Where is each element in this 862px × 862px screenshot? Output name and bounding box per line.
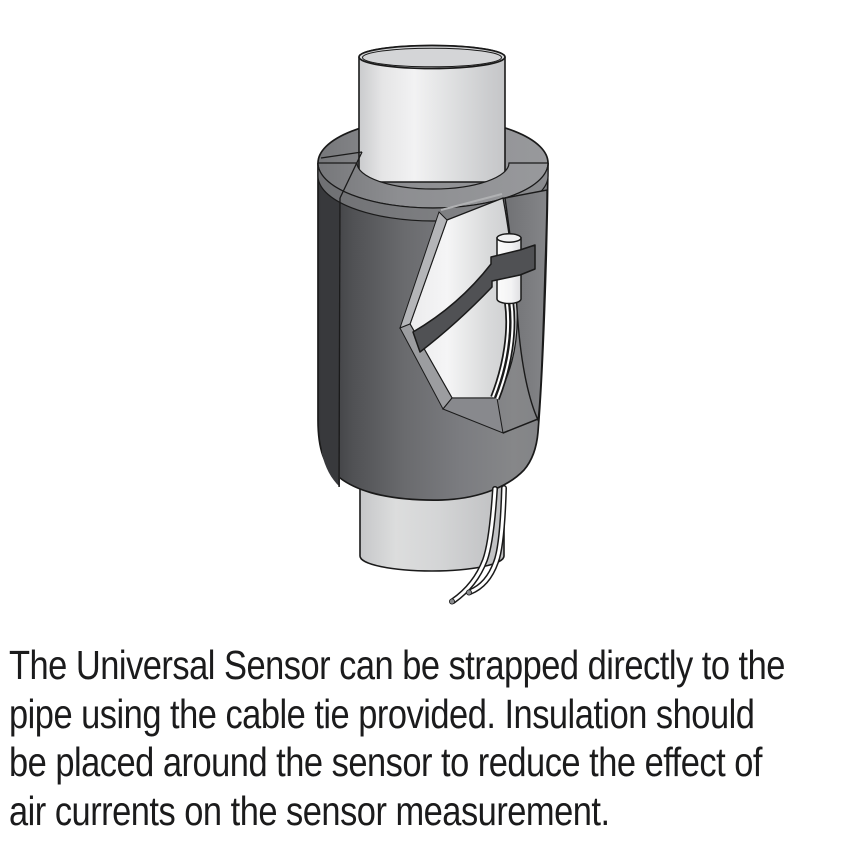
- seam-top-ring: [320, 151, 363, 159]
- lead-wire-1-core: [451, 487, 497, 603]
- caption-line-3: be placed around the sensor to reduce th…: [9, 739, 762, 785]
- cable-tie-band: [412, 244, 536, 353]
- lead-wire-2-tip: [465, 589, 472, 596]
- cutaway-top-bevel-line: [440, 193, 503, 211]
- sensor-cable-bundle: [490, 301, 516, 400]
- cutaway-notch-line: [502, 418, 539, 434]
- pipe-upper-top-face: [358, 44, 506, 70]
- insulation-split-strip: [322, 188, 340, 487]
- lead-wire-2: [465, 485, 507, 596]
- lead-wire-1: [448, 486, 498, 605]
- seam-rim-connector: [339, 151, 363, 199]
- caption-line-4: air currents on the sensor measurement.: [9, 787, 610, 834]
- caption-line-1: The Universal Sensor can be strapped dir…: [9, 642, 785, 688]
- figure-caption: The Universal Sensor can be strapped dir…: [9, 641, 862, 835]
- figure-canvas: [317, 44, 549, 605]
- caption-line-2: pipe using the cable tie provided. Insul…: [9, 690, 755, 737]
- insulation-seam-lines: [320, 151, 363, 488]
- sensor-lead-wires: [448, 485, 507, 605]
- lead-wire-2-core: [468, 486, 506, 594]
- cable-bundle-divider: [493, 301, 512, 399]
- sensor-top-face: [496, 233, 522, 243]
- seam-front-vertical: [338, 197, 341, 488]
- pipe-rim-inner-line: [362, 47, 502, 68]
- lead-wire-1-tip: [448, 598, 455, 605]
- universal-sensor-installation-figure: [317, 44, 549, 605]
